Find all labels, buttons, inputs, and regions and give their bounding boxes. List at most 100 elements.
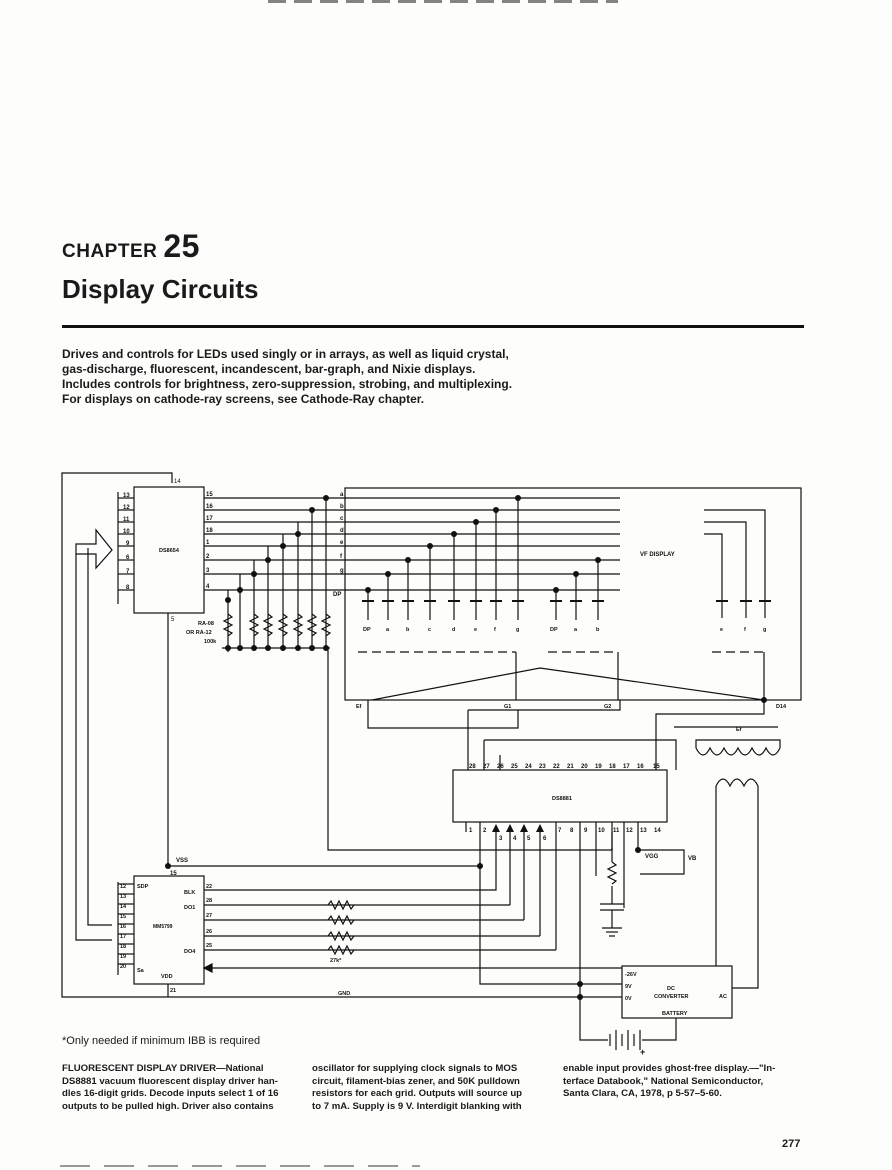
driver-pin: 25 [511, 764, 518, 770]
intro-line: For displays on cathode-ray screens, see… [62, 392, 425, 406]
caption-line: FLUORESCENT DISPLAY DRIVER—National [62, 1063, 264, 1074]
driver-pin: 16 [637, 764, 644, 770]
decoder-chip [133, 486, 205, 614]
driver-pin: 3 [499, 836, 503, 842]
caption-column-2: oscillator for supplying clock signals t… [312, 1063, 548, 1113]
decoder-pin-bottom: 5 [171, 617, 175, 623]
converter-pin: 0V [625, 996, 632, 1002]
driver-pin: 10 [598, 828, 605, 834]
caption-column-1: FLUORESCENT DISPLAY DRIVER—National DS88… [62, 1063, 298, 1113]
display-pin-label: DP [363, 627, 371, 633]
display-pin-label: f [744, 627, 746, 633]
counter-vdd-pin: 21 [170, 988, 176, 994]
resistor-label: RA-08 [198, 621, 214, 627]
counter-do1: DO1 [184, 905, 195, 911]
caption-line: to 7 mA. Supply is 9 V. Interdigit blank… [312, 1100, 522, 1112]
display-pin-label: b [406, 627, 410, 633]
display-pin-label: e [474, 627, 477, 633]
display-pin-label: a [386, 627, 390, 633]
display-pin-label: g [763, 627, 766, 633]
decoder-input-pin: 8 [126, 585, 130, 591]
display-pin-label: d [452, 627, 455, 633]
driver-pin: 8 [570, 828, 574, 834]
segment-label: c [340, 516, 344, 522]
counter-pin: 18 [120, 944, 126, 950]
battery-plus: + [640, 1047, 645, 1057]
decoder-output-pin: 15 [206, 492, 213, 498]
intro-line: Includes controls for brightness, zero-s… [62, 377, 513, 391]
resistor-label: 100k [204, 639, 217, 645]
caption-line: terface Databook," National Semiconducto… [563, 1075, 764, 1087]
counter-pin: 12 [120, 884, 126, 890]
vb-label: VB [688, 856, 697, 862]
counter-pin: 27 [206, 913, 212, 919]
converter-pin: -26V [625, 972, 637, 978]
driver-pin: 21 [567, 764, 574, 770]
decoder-input-pin: 11 [123, 517, 130, 523]
caption-line: Santa Clara, CA, 1978, p 5-57–5-60. [563, 1088, 722, 1099]
caption-column-3: enable input provides ghost-free display… [563, 1063, 799, 1101]
converter-pin: AC [719, 994, 727, 1000]
vss-label: VSS [176, 858, 188, 864]
counter-pin: 17 [120, 934, 126, 940]
caption-line: dles 16-digit grids. Decode inputs selec… [62, 1088, 279, 1099]
counter-blk: BLK [184, 890, 195, 896]
counter-pin: 22 [206, 884, 212, 890]
counter-pin: 26 [206, 929, 212, 935]
decoder-pin-top: 14 [174, 479, 181, 485]
vf-display [344, 487, 802, 701]
caption-line: circuit, filament-bias zener, and 50K pu… [312, 1075, 520, 1087]
decoder-output-pin: 18 [206, 528, 213, 534]
chapter-intro: Drives and controls for LEDs used singly… [62, 347, 622, 407]
display-pin-label: a [574, 627, 578, 633]
scan-marks-top [268, 0, 618, 3]
driver-pin: 6 [543, 836, 547, 842]
driver-pin: 24 [525, 764, 532, 770]
ef-label: Ef [736, 727, 742, 733]
driver-pin: 19 [595, 764, 602, 770]
chapter-title: Display Circuits [62, 274, 259, 304]
decoder-input-pin: 9 [126, 541, 130, 547]
driver-pin: 15 [653, 764, 660, 770]
segment-label: g [340, 568, 344, 574]
grid-label: D14 [776, 704, 787, 710]
driver-pin: 4 [513, 836, 517, 842]
caption-line: oscillator for supplying clock signals t… [312, 1063, 518, 1074]
vss-pin: 15 [170, 871, 177, 877]
decoder-input-pin: 13 [123, 493, 130, 499]
segment-label: e [340, 540, 344, 546]
counter-sdp: SDP [137, 884, 149, 890]
converter-label: DC [667, 986, 675, 992]
counter-pin: 25 [206, 943, 212, 949]
counter-do4: DO4 [184, 949, 196, 955]
decoder-input-pin: 10 [123, 529, 130, 535]
decoder-output-pin: 16 [206, 504, 213, 510]
display-pin-label: DP [550, 627, 558, 633]
gnd-label: GND [338, 991, 350, 997]
counter-pin: 15 [120, 914, 126, 920]
driver-pin: 20 [581, 764, 588, 770]
counter-pin: 14 [120, 904, 127, 910]
counter-chip-label: MM5799 [153, 924, 173, 930]
decoder-output-pin: 1 [206, 540, 210, 546]
caption-line: outputs to be pulled high. Driver also c… [62, 1100, 274, 1112]
driver-pin: 14 [654, 828, 661, 834]
decoder-output-pin: 4 [206, 584, 210, 590]
segment-label: a [340, 492, 344, 498]
driver-pin: 12 [626, 828, 633, 834]
driver-pin: 26 [497, 764, 504, 770]
decoder-input-pin: 6 [126, 555, 130, 561]
scan-marks-bottom [60, 1165, 420, 1167]
decoder-input-pin: 7 [126, 569, 130, 575]
segment-label: b [340, 504, 344, 510]
segment-label: f [340, 554, 343, 560]
driver-pin: 27 [483, 764, 490, 770]
driver-pin: 2 [483, 828, 487, 834]
decoder-output-pin: 2 [206, 554, 210, 560]
grid-label: G1 [504, 704, 511, 710]
counter-pin: 16 [120, 924, 126, 930]
intro-line: gas-discharge, fluorescent, incandescent… [62, 362, 476, 376]
decoder-output-pin: 3 [206, 568, 210, 574]
